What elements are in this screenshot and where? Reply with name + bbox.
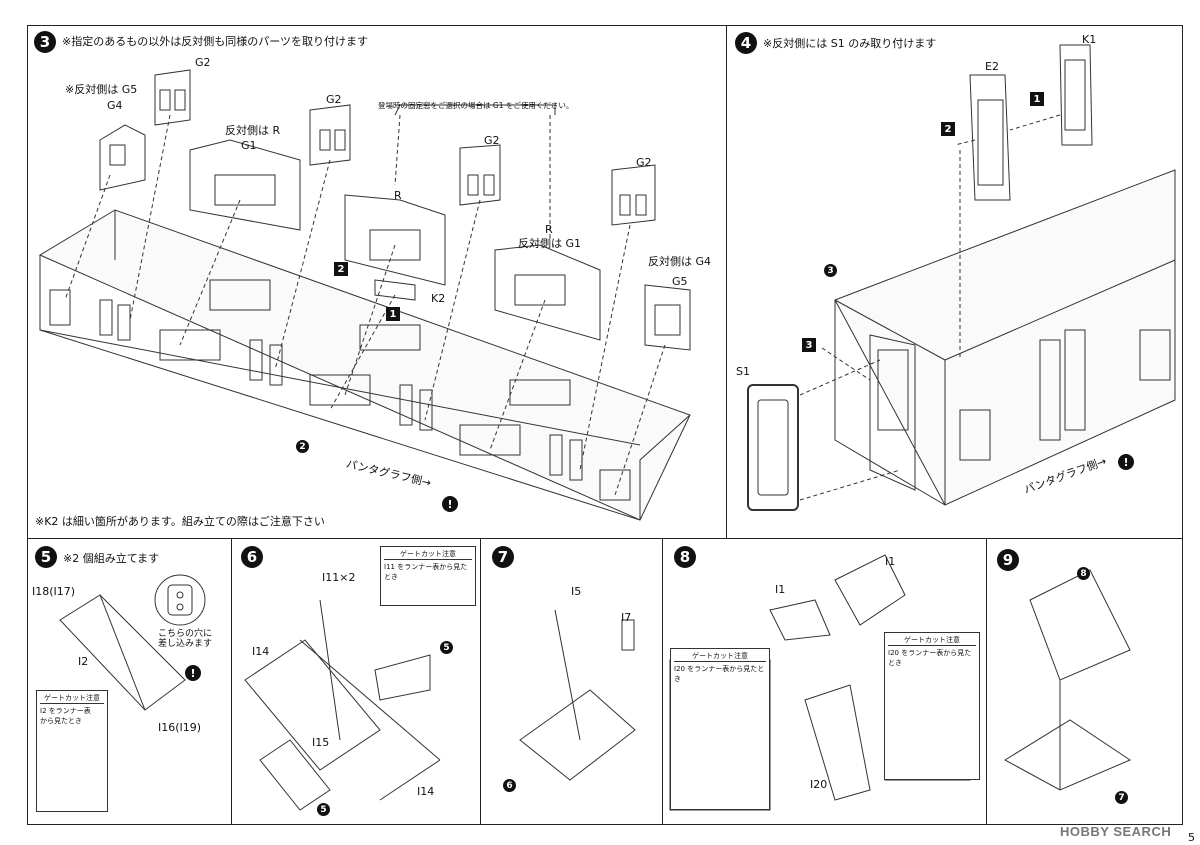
step9-panel bbox=[986, 538, 1183, 825]
label-i16: I16(I19) bbox=[158, 721, 202, 734]
badge-2: 2 bbox=[941, 122, 955, 136]
label-opp-r: 反対側は R bbox=[225, 124, 281, 137]
hobby-search-watermark: HOBBY SEARCH bbox=[1060, 824, 1172, 839]
page-number: 5 bbox=[1188, 831, 1195, 844]
caution-icon: ! bbox=[442, 496, 458, 512]
step3-number: 3 bbox=[34, 31, 56, 53]
caution-icon: ! bbox=[185, 665, 201, 681]
label-i20: I20 bbox=[810, 778, 828, 791]
badge-3: 3 bbox=[802, 338, 816, 352]
label-r-1: R bbox=[394, 189, 402, 202]
label-g1: G1 bbox=[241, 139, 257, 152]
badge-1: 1 bbox=[386, 307, 400, 321]
label-g5: G5 bbox=[672, 275, 688, 288]
step5-instruction: ※2 個組み立てます bbox=[63, 552, 160, 565]
insert-hole-callout: こちらの穴に 差し込みます bbox=[158, 629, 213, 649]
k2-caution-note: ※K2 は細い箇所があります。組み立ての際はご注意下さい bbox=[35, 515, 325, 528]
label-i14-a: I14 bbox=[252, 645, 270, 658]
step7-number: 7 bbox=[492, 546, 514, 568]
step9-number: 9 bbox=[997, 549, 1019, 571]
gate-cut-note-left: ゲートカット注意 I20 をランナー表から見たとき bbox=[670, 648, 770, 810]
ref-step-8: 8 bbox=[1077, 567, 1090, 580]
ref-step-7: 7 bbox=[1115, 791, 1128, 804]
gate-cut-title: ゲートカット注意 bbox=[888, 635, 976, 646]
label-k2: K2 bbox=[431, 292, 446, 305]
label-i1-a: I1 bbox=[775, 583, 786, 596]
gate-cut-note-right: ゲートカット注意 I20 をランナー表から見たとき bbox=[884, 632, 980, 780]
label-g5-note: ※反対側は G5 bbox=[65, 83, 138, 96]
gate-cut-title: ゲートカット注意 bbox=[384, 549, 472, 560]
gate-cut-body: I20 をランナー表から見たとき bbox=[888, 649, 972, 667]
gate-cut-title: ゲートカット注意 bbox=[40, 693, 104, 704]
label-i1-b: I1 bbox=[885, 555, 896, 568]
label-fix-note: 登場時の固定窓をご選択の場合は G1 をご使用ください。 bbox=[378, 101, 574, 110]
label-i2: I2 bbox=[78, 655, 89, 668]
label-i18: I18(I17) bbox=[32, 585, 76, 598]
label-i11: I11×2 bbox=[322, 571, 356, 584]
label-g2-c: G2 bbox=[484, 134, 500, 147]
step3-instruction: ※指定のあるもの以外は反対側も同様のパーツを取り付けます bbox=[62, 35, 368, 48]
ref-step-5: 5 bbox=[440, 641, 453, 654]
ref-step-2: 2 bbox=[296, 440, 309, 453]
badge-1: 1 bbox=[1030, 92, 1044, 106]
label-s1: S1 bbox=[736, 365, 750, 378]
gate-cut-body: I2 をランナー表 から見たとき bbox=[40, 707, 91, 725]
label-i14-b: I14 bbox=[417, 785, 435, 798]
label-g4: G4 bbox=[107, 99, 123, 112]
step4-number: 4 bbox=[735, 32, 757, 54]
label-e2: E2 bbox=[985, 60, 999, 73]
label-g2-b: G2 bbox=[326, 93, 342, 106]
label-g2-a: G2 bbox=[195, 56, 211, 69]
step8-number: 8 bbox=[674, 546, 696, 568]
ref-step-3: 3 bbox=[824, 264, 837, 277]
label-i5: I5 bbox=[571, 585, 582, 598]
ref-step-6: 6 bbox=[503, 779, 516, 792]
gate-cut-note: ゲートカット注意 I11 をランナー表から見たとき bbox=[380, 546, 476, 606]
label-opp-g4: 反対側は G4 bbox=[648, 255, 712, 268]
label-i7: I7 bbox=[621, 611, 632, 624]
label-i15: I15 bbox=[312, 736, 330, 749]
label-k1: K1 bbox=[1082, 33, 1097, 46]
badge-2: 2 bbox=[334, 262, 348, 276]
step4-instruction: ※反対側には S1 のみ取り付けます bbox=[763, 37, 937, 50]
ref-step-5: 5 bbox=[317, 803, 330, 816]
label-opp-g1: 反対側は G1 bbox=[518, 237, 582, 250]
gate-cut-body: I20 をランナー表から見たとき bbox=[674, 665, 765, 683]
gate-cut-body: I11 をランナー表から見たとき bbox=[384, 563, 468, 581]
label-r-2: R bbox=[545, 223, 553, 236]
gate-cut-note: ゲートカット注意 I2 をランナー表 から見たとき bbox=[36, 690, 108, 812]
step6-number: 6 bbox=[241, 546, 263, 568]
gate-cut-title: ゲートカット注意 bbox=[674, 651, 766, 662]
label-g2-d: G2 bbox=[636, 156, 652, 169]
caution-icon: ! bbox=[1118, 454, 1134, 470]
step5-number: 5 bbox=[35, 546, 57, 568]
